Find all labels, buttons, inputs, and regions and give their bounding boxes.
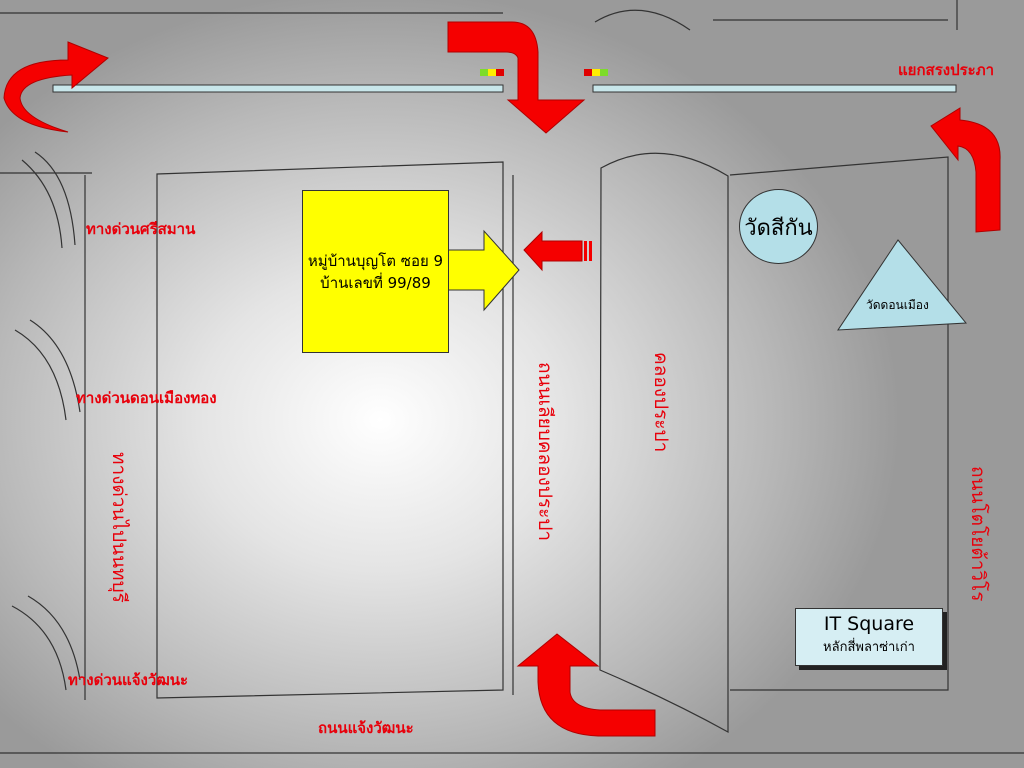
expressway-curve-2 [21,159,63,249]
turn-arrow-top-right-icon [930,107,1001,233]
traffic-light-left-icon [480,69,504,76]
u-turn-arrow-top-left-icon [3,41,109,133]
turn-arrow-bottom-icon [516,633,656,737]
expressway-curve-6 [11,605,67,691]
label-road-tiwanon: ถนนโตโยต้าวิโร [967,466,989,602]
label-expressway-vertical: ทางด่วนไปนนทบุรี [108,452,130,603]
label-expressway-donmueang: ทางด่วนดอนเมืองทอง [76,389,217,407]
temple-label: วัดสีกัน [744,216,813,241]
house-location-box: หมู่บ้านบุญโต ซอย 9 บ้านเลขที่ 99/89 [302,190,449,353]
main-road-right [592,84,957,93]
canal-left-edge [599,152,729,734]
expressway-curve-5 [27,595,81,681]
right-block [729,156,949,691]
label-road-chaengwattana: ถนนแจ้งวัฒนะ [318,719,414,737]
label-junction: แยกสรงประภา [898,61,995,79]
it-square-title: IT Square [823,613,915,635]
road-curve-top [594,9,691,31]
label-expressway-srisaman: ทางด่วนศรีสมาน [86,220,196,238]
label-road-klong-prapa: ถนนเลียบคลองประปา [534,362,556,542]
temple-triangle-icon [837,239,968,331]
traffic-light-right-icon [584,69,608,76]
house-line1: หมู่บ้านบุญโต ซอย 9 [307,251,444,270]
turn-arrow-top-center-icon [447,21,586,134]
house-arrow-icon [445,229,520,312]
it-square-box: IT Square หลักสี่พลาซ่าเก่า [795,608,943,666]
house-line2: บ้านเลขที่ 99/89 [320,273,431,292]
expressway-curve-3 [29,319,81,413]
arrow-into-house-icon [523,230,592,272]
label-expressway-chaengwattana: ทางด่วนแจ้งวัฒนะ [68,671,189,689]
main-road-left [52,84,504,93]
village-block [156,161,504,699]
expressway-curve-4 [14,329,67,421]
triangle-label: วัดดอนเมือง [866,298,929,312]
temple-oval: วัดสีกัน [739,189,818,264]
expressway-curve-1 [34,151,76,246]
it-square-subtitle: หลักสี่พลาซ่าเก่า [823,640,915,655]
label-canal-prapa: คลองประปา [650,352,672,453]
